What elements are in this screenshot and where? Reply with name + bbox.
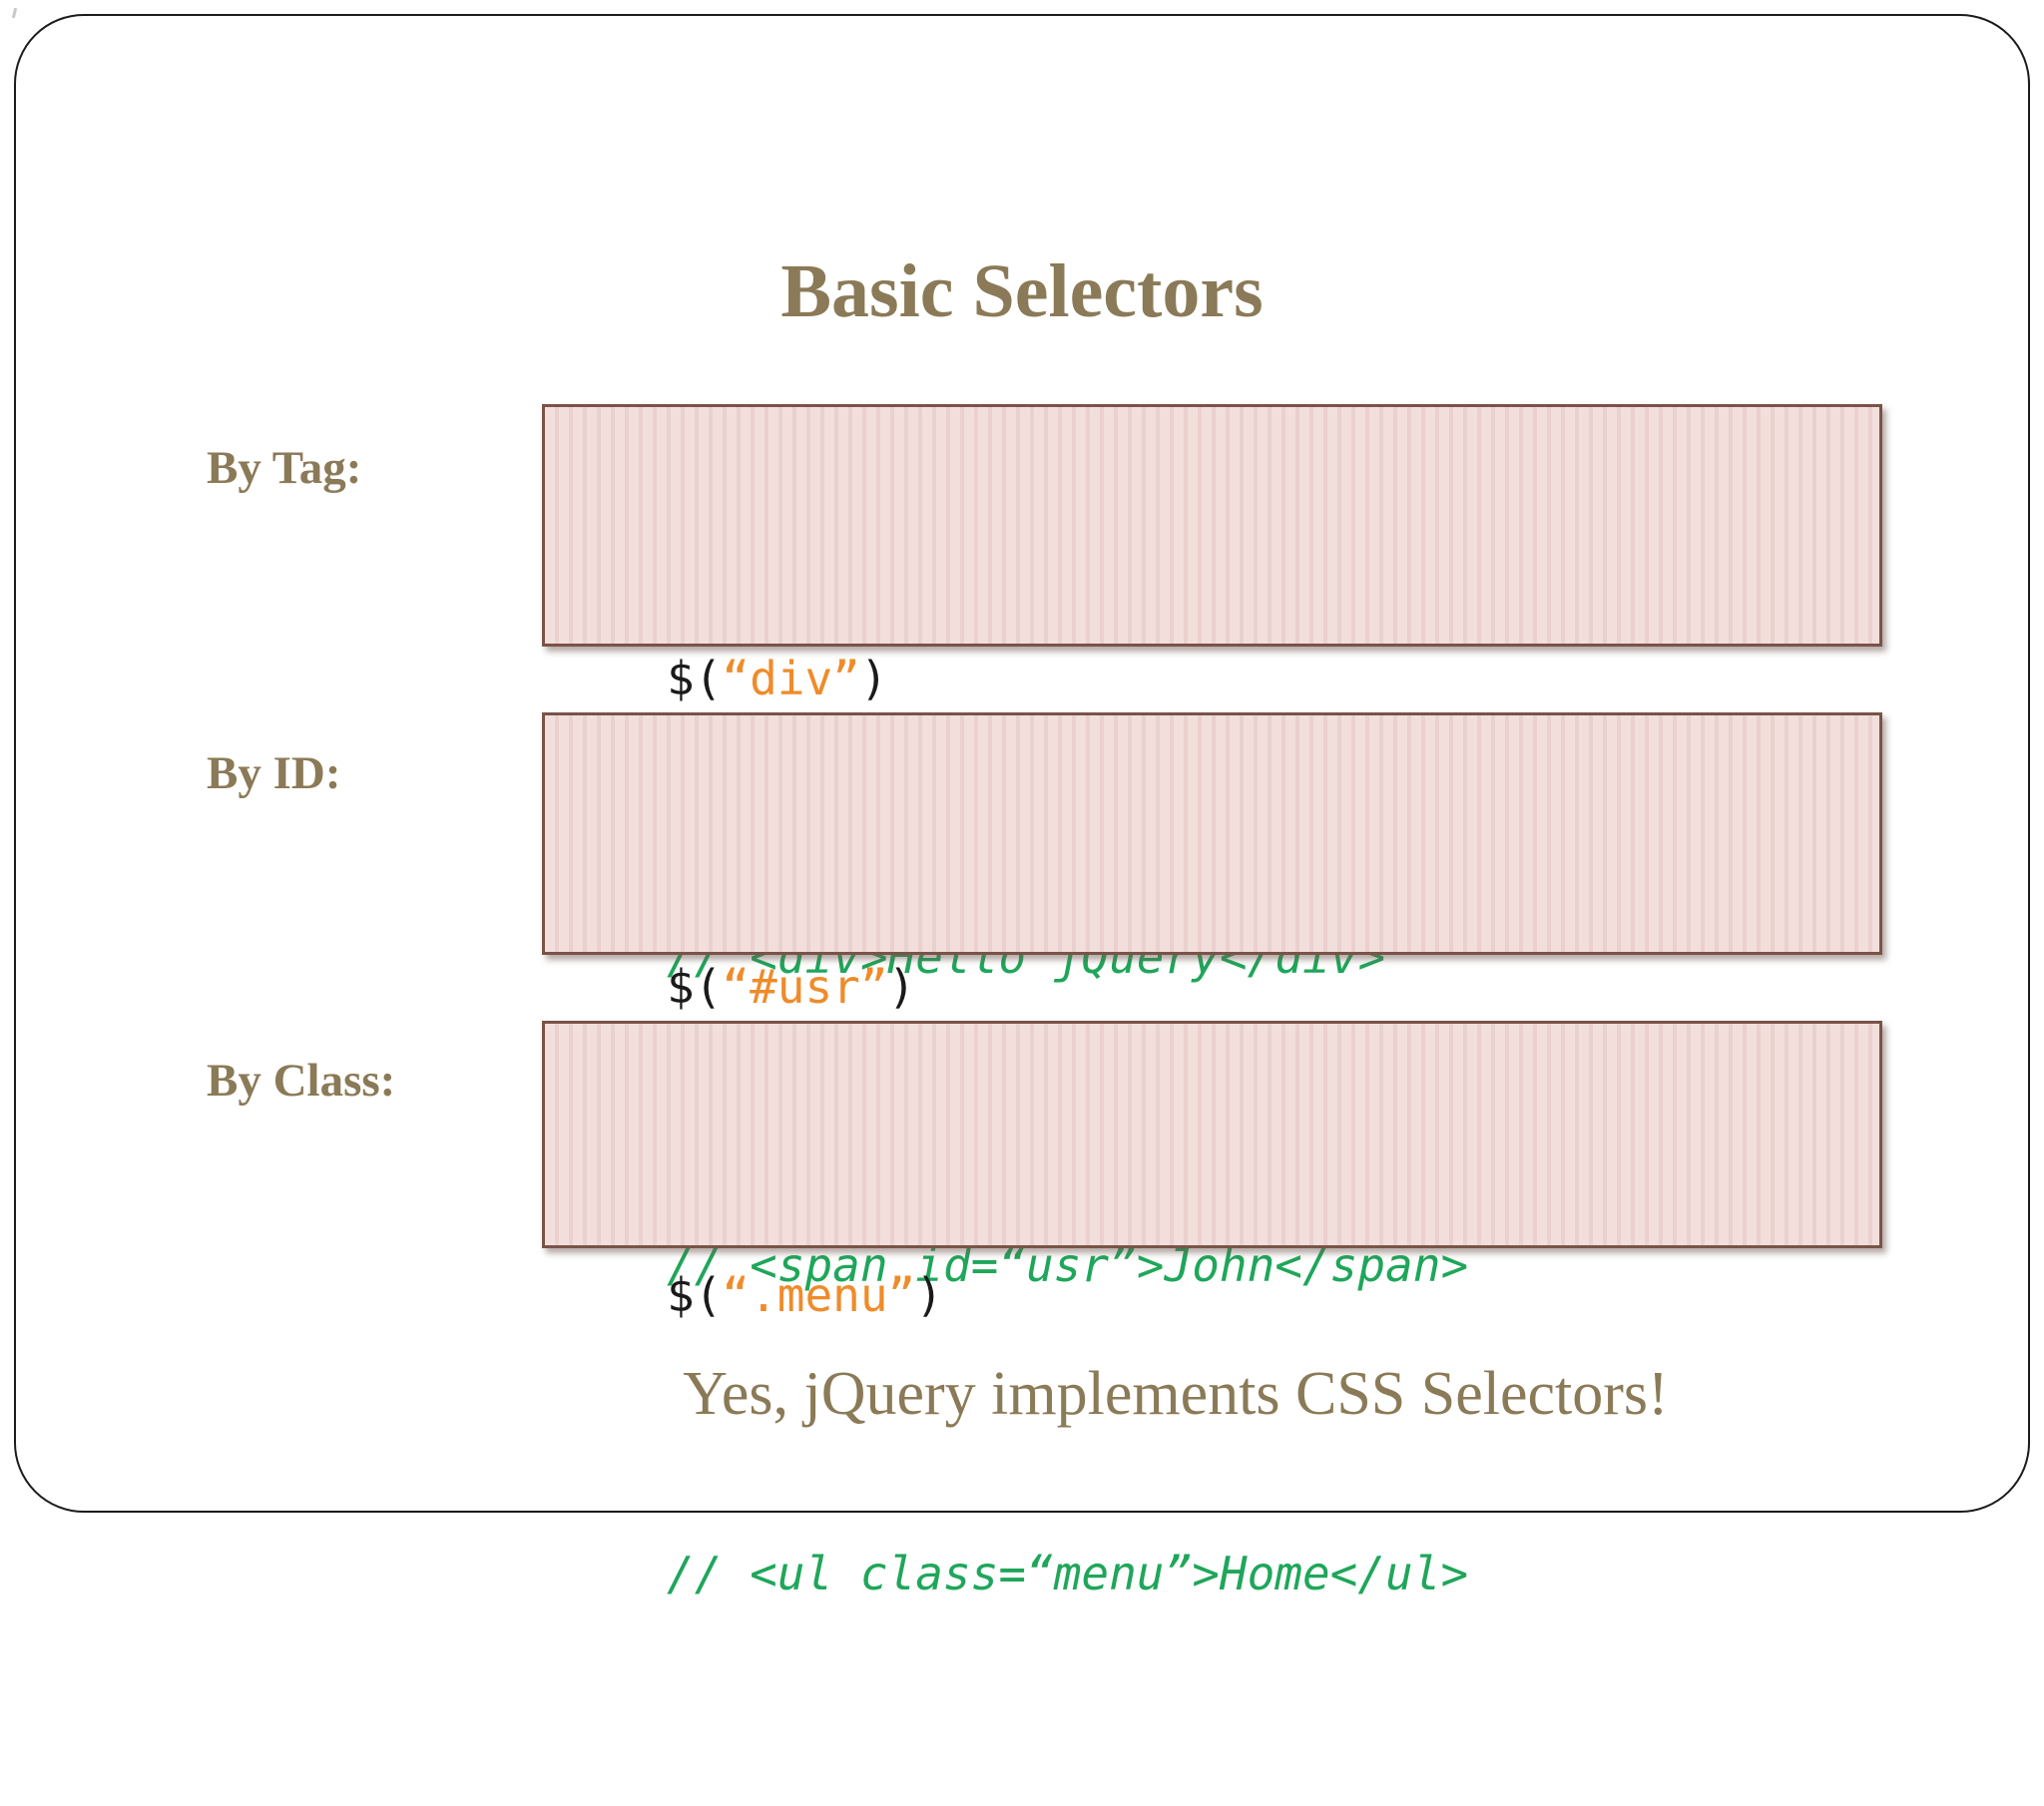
code-box-by-id: $(“#usr”) // <span id=“usr”>John</span>: [542, 712, 1882, 1292]
code-box-by-tag: $(“div”) // <div>Hello jQuery</div>: [542, 404, 1882, 984]
code-line-by-id: $(“#usr”): [667, 941, 1879, 1034]
code-suffix: ): [915, 1268, 943, 1322]
code-line-by-tag: $(“div”): [667, 633, 1879, 725]
slide-title: Basic Selectors: [780, 248, 1264, 333]
selector-token: “#usr”: [722, 960, 888, 1014]
selector-token: “div”: [722, 652, 860, 705]
row-label-by-id: By ID:: [207, 747, 341, 799]
row-label-by-class: By Class:: [207, 1055, 396, 1107]
code-line-by-class: $(“.menu”): [667, 1249, 1879, 1342]
code-prefix: $(: [667, 1268, 723, 1322]
code-prefix: $(: [667, 960, 723, 1014]
code-suffix: ): [887, 960, 916, 1014]
selector-token: “.menu”: [722, 1268, 916, 1322]
row-label-by-tag: By Tag:: [207, 442, 362, 494]
comment-line-by-class: // <ul class=“menu”>Home</ul>: [667, 1547, 1469, 1600]
slide-footer: Yes, jQuery implements CSS Selectors!: [683, 1360, 1669, 1428]
code-suffix: ): [859, 652, 888, 705]
code-prefix: $(: [667, 652, 723, 705]
stray-mark: [11, 7, 18, 19]
code-box-by-class: $(“.menu”) // <ul class=“menu”>Home</ul>: [542, 1021, 1882, 1600]
